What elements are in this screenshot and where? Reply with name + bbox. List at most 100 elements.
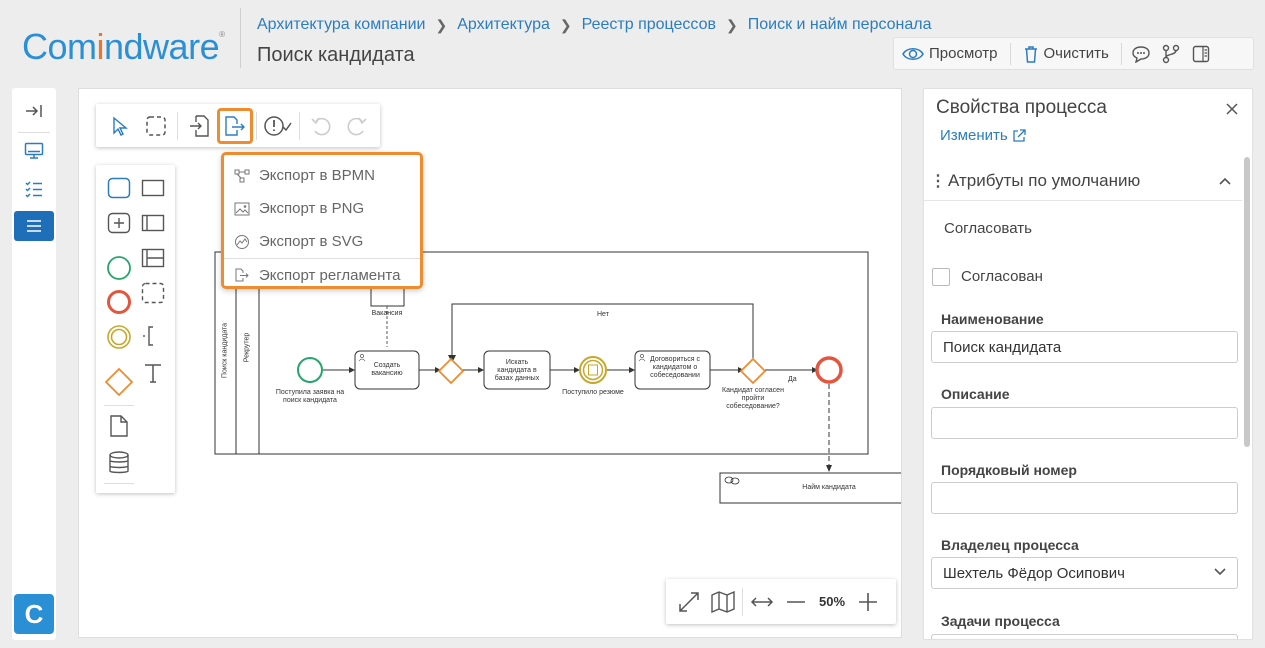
- approved-checkbox[interactable]: [932, 268, 950, 286]
- comindware-logo[interactable]: Comindware®: [22, 26, 225, 67]
- intermediate-event-tool[interactable]: [104, 322, 134, 352]
- rail-divider: [18, 132, 50, 133]
- end-event-tool[interactable]: [104, 287, 134, 317]
- external-link-icon: [1013, 128, 1026, 142]
- process-properties-panel: Свойства процесса Изменить ⋮ Атрибуты по…: [923, 88, 1253, 640]
- eye-icon: [902, 47, 924, 60]
- data-store-tool[interactable]: [104, 448, 134, 478]
- lasso-tool-button[interactable]: [138, 108, 174, 144]
- minus-icon: [787, 600, 805, 603]
- chevron-right-icon: ❯: [435, 16, 448, 33]
- versions-button[interactable]: [1156, 38, 1186, 69]
- comments-button[interactable]: [1126, 38, 1156, 69]
- start-event-tool[interactable]: [104, 253, 134, 283]
- edit-link[interactable]: Изменить: [940, 127, 1026, 144]
- order-label: Порядковый номер: [941, 462, 1077, 478]
- monitor-icon: [24, 142, 44, 159]
- comment-icon: [1132, 45, 1150, 63]
- plus-box-icon: [107, 212, 131, 234]
- export-png-label: Экспорт в PNG: [259, 200, 365, 217]
- svg-icon: [235, 234, 249, 249]
- undo-icon: [311, 117, 331, 135]
- order-number-field[interactable]: [931, 482, 1238, 514]
- export-bpmn-item[interactable]: Экспорт в BPMN: [224, 159, 420, 192]
- collapse-right-icon: [26, 105, 42, 117]
- export-menu: Экспорт в BPMN Экспорт в PNG Экспорт в S…: [221, 152, 423, 289]
- fit-screen-button[interactable]: [672, 585, 706, 619]
- chevron-right-icon: ❯: [726, 16, 738, 33]
- validate-check-icon: [264, 115, 292, 136]
- minimap-button[interactable]: [706, 585, 740, 619]
- rail-item-list[interactable]: [14, 211, 54, 241]
- toolbar-divider: [742, 587, 743, 616]
- lane-tool[interactable]: [138, 208, 168, 238]
- pool-label: Поиск кандидата: [221, 322, 229, 379]
- map-icon: [711, 590, 735, 613]
- sidebar-panel-icon: [1192, 45, 1210, 62]
- rounded-rect-icon: [107, 177, 131, 199]
- task-tool[interactable]: [104, 173, 134, 203]
- expand-rail-button[interactable]: [14, 96, 54, 126]
- import-button[interactable]: [181, 108, 217, 144]
- intermediate-event-label: Поступило резюме: [562, 389, 624, 396]
- export-regulation-item[interactable]: Экспорт регламента: [224, 258, 420, 291]
- breadcrumb-item[interactable]: Архитектура компании: [257, 16, 426, 33]
- fit-width-button[interactable]: [745, 585, 779, 619]
- pool-tool[interactable]: [138, 173, 168, 203]
- export-button[interactable]: [217, 107, 253, 144]
- start-circle-icon: [107, 256, 131, 280]
- section-default-attributes[interactable]: ⋮ Атрибуты по умолчанию: [924, 161, 1242, 201]
- redo-button[interactable]: [339, 108, 375, 144]
- zoom-in-button[interactable]: [851, 585, 885, 619]
- name-field[interactable]: Поиск кандидата: [931, 331, 1238, 363]
- approve-label: Согласовать: [944, 220, 1032, 237]
- drag-handle-icon[interactable]: ⋮: [930, 172, 946, 190]
- lanes-tool[interactable]: [138, 243, 168, 273]
- view-button-label: Просмотр: [929, 45, 998, 62]
- description-field[interactable]: [931, 407, 1238, 439]
- subprocess-tool[interactable]: [104, 208, 134, 238]
- task-label: Создать вакансию: [371, 362, 403, 377]
- breadcrumb-item[interactable]: Поиск и найм персонала: [747, 16, 932, 33]
- clear-button[interactable]: Очистить: [1015, 38, 1117, 69]
- owner-label: Владелец процесса: [941, 537, 1079, 553]
- export-icon: [225, 115, 245, 136]
- task-label: Договориться с кандидатом о собеседовани…: [650, 356, 700, 379]
- export-bpmn-label: Экспорт в BPMN: [259, 167, 376, 184]
- export-png-item[interactable]: Экспорт в PNG: [224, 192, 420, 225]
- export-svg-item[interactable]: Экспорт в SVG: [224, 225, 420, 258]
- app-logo-icon[interactable]: C: [14, 594, 54, 634]
- rail-item-tasks[interactable]: [14, 174, 54, 204]
- left-rail: C: [12, 88, 56, 640]
- document-icon: [110, 415, 128, 437]
- chevron-up-icon[interactable]: [1218, 176, 1232, 186]
- close-icon[interactable]: [1224, 101, 1240, 117]
- element-palette: [96, 165, 175, 493]
- menu-lines-icon: [27, 220, 41, 232]
- task-arrange-interview: [634, 350, 711, 390]
- validate-button[interactable]: [260, 108, 296, 144]
- breadcrumb-item[interactable]: Архитектура: [457, 16, 550, 33]
- header-toolbar: Просмотр Очистить: [893, 37, 1254, 70]
- text-tool[interactable]: [138, 358, 168, 388]
- breadcrumb-item[interactable]: Реестр процессов: [581, 16, 716, 33]
- plus-icon: [859, 592, 877, 611]
- group-tool[interactable]: [138, 278, 168, 308]
- annotation-tool[interactable]: [138, 321, 168, 351]
- diagram-canvas[interactable]: Поиск кандидата Рекрутер Поступила заявк…: [78, 88, 902, 638]
- owner-select-value: Шехтель Фёдор Осипович: [943, 564, 1125, 582]
- data-object-tool[interactable]: [104, 411, 134, 441]
- zoom-out-button[interactable]: [779, 585, 813, 619]
- view-button[interactable]: Просмотр: [894, 38, 1006, 69]
- header-divider: [240, 8, 241, 68]
- tasks-field[interactable]: [931, 634, 1238, 639]
- expand-arrows-icon: [679, 591, 699, 612]
- owner-select[interactable]: Шехтель Фёдор Осипович: [931, 557, 1238, 589]
- panel-scrollbar[interactable]: [1244, 157, 1250, 447]
- horizontal-arrows-icon: [750, 596, 774, 607]
- rail-item-desktop[interactable]: [14, 136, 54, 166]
- toggle-panel-button[interactable]: [1186, 38, 1216, 69]
- select-tool-button[interactable]: [102, 108, 138, 144]
- undo-button[interactable]: [303, 108, 339, 144]
- gateway-tool[interactable]: [104, 367, 134, 397]
